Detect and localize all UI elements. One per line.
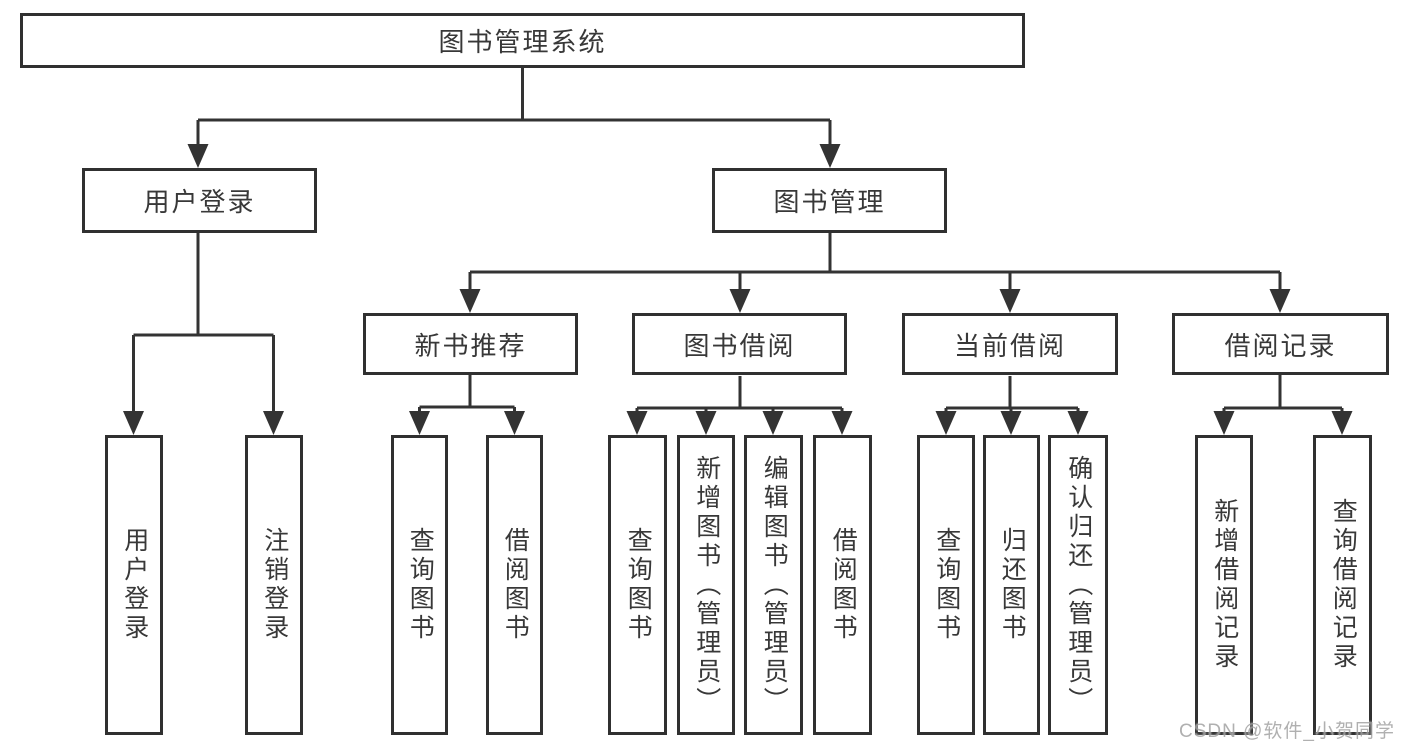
node-leaf-query-books-borrow: 查询图书 bbox=[608, 435, 667, 735]
node-leaf-user-login-label: 用户登录 bbox=[120, 527, 149, 643]
node-leaf-query-books-borrow-label: 查询图书 bbox=[624, 527, 653, 643]
connector-book-management-children bbox=[459, 233, 1291, 313]
node-leaf-confirm-return-admin: 确认归还（管理员） bbox=[1048, 435, 1108, 735]
node-leaf-borrow-books-label: 借阅图书 bbox=[829, 527, 858, 643]
node-user-login-group: 用户登录 bbox=[82, 168, 317, 233]
node-root-system-label: 图书管理系统 bbox=[438, 27, 607, 57]
node-leaf-query-books-current: 查询图书 bbox=[917, 435, 975, 735]
node-leaf-add-borrow-record: 新增借阅记录 bbox=[1195, 435, 1253, 735]
node-leaf-query-borrow-record-label: 查询借阅记录 bbox=[1329, 498, 1358, 672]
node-leaf-return-books: 归还图书 bbox=[983, 435, 1040, 735]
node-leaf-edit-books-admin: 编辑图书（管理员） bbox=[744, 435, 803, 735]
node-leaf-borrow-books-recommend-label: 借阅图书 bbox=[501, 527, 530, 643]
node-book-borrow-label: 图书借阅 bbox=[683, 330, 796, 361]
node-borrow-records: 借阅记录 bbox=[1172, 313, 1389, 375]
node-new-book-recommend-label: 新书推荐 bbox=[414, 330, 527, 361]
node-leaf-query-books-current-label: 查询图书 bbox=[932, 527, 961, 643]
connector-borrow-records-children bbox=[1213, 375, 1353, 435]
connector-current-borrow-children bbox=[935, 376, 1089, 435]
node-leaf-logout-label: 注销登录 bbox=[260, 527, 289, 643]
connector-user-login-children bbox=[123, 233, 284, 435]
node-leaf-query-books-recommend: 查询图书 bbox=[391, 435, 448, 735]
node-leaf-borrow-books-recommend: 借阅图书 bbox=[486, 435, 543, 735]
node-leaf-user-login: 用户登录 bbox=[105, 435, 163, 735]
node-leaf-query-borrow-record: 查询借阅记录 bbox=[1313, 435, 1372, 735]
node-book-management-label: 图书管理 bbox=[773, 187, 886, 217]
node-leaf-add-books-admin: 新增图书（管理员） bbox=[677, 435, 735, 735]
node-book-borrow: 图书借阅 bbox=[632, 313, 847, 375]
node-current-borrow-label: 当前借阅 bbox=[953, 330, 1066, 361]
node-leaf-edit-books-admin-label: 编辑图书（管理员） bbox=[760, 454, 789, 716]
connector-new-book-recommend-children bbox=[409, 375, 525, 435]
node-user-login-group-label: 用户登录 bbox=[143, 187, 256, 217]
node-book-management: 图书管理 bbox=[712, 168, 947, 233]
node-leaf-logout: 注销登录 bbox=[245, 435, 303, 735]
node-new-book-recommend: 新书推荐 bbox=[363, 313, 578, 375]
node-leaf-query-books-recommend-label: 查询图书 bbox=[406, 527, 435, 643]
node-root-system: 图书管理系统 bbox=[20, 13, 1025, 68]
node-borrow-records-label: 借阅记录 bbox=[1224, 330, 1337, 361]
node-leaf-borrow-books: 借阅图书 bbox=[813, 435, 872, 735]
node-leaf-add-borrow-record-label: 新增借阅记录 bbox=[1210, 498, 1239, 672]
node-leaf-return-books-label: 归还图书 bbox=[998, 527, 1027, 643]
node-leaf-confirm-return-admin-label: 确认归还（管理员） bbox=[1064, 454, 1093, 716]
connector-book-borrow-children bbox=[626, 376, 853, 435]
node-leaf-add-books-admin-label: 新增图书（管理员） bbox=[692, 454, 721, 716]
connector-root-to-level2 bbox=[187, 68, 841, 168]
csdn-watermark: CSDN @软件_小贺同学 bbox=[1179, 721, 1395, 742]
node-current-borrow: 当前借阅 bbox=[902, 313, 1118, 375]
